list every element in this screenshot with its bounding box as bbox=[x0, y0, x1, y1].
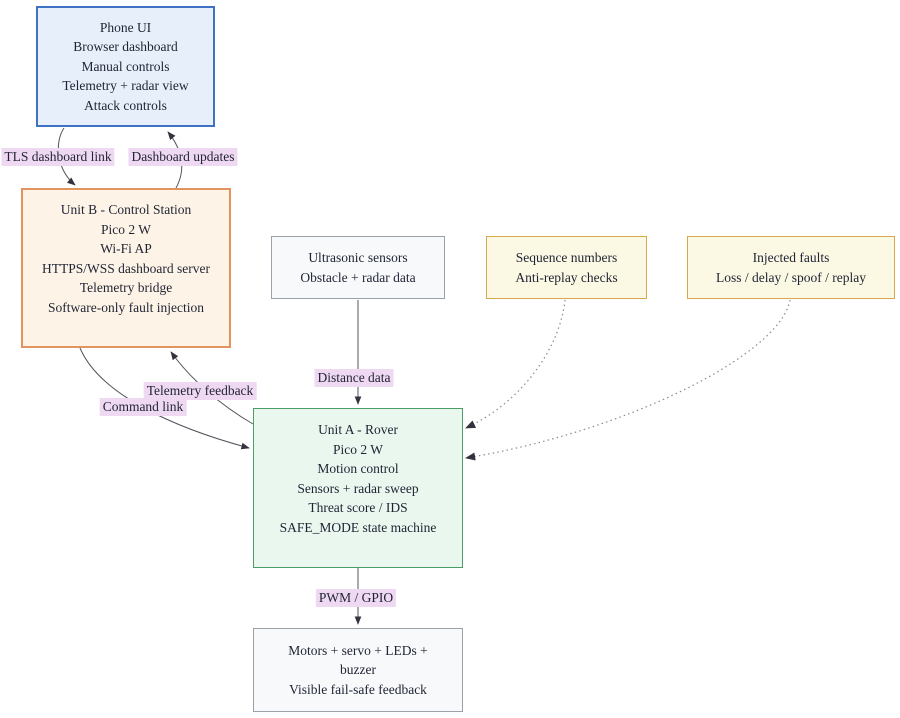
edge-label-pwm-gpio: PWM / GPIO bbox=[315, 589, 397, 607]
edge-label-tls-dashboard-link: TLS dashboard link bbox=[1, 148, 115, 166]
edge-label-command-link: Command link bbox=[99, 398, 187, 416]
edge-injected-to-rover bbox=[464, 299, 791, 461]
edge-label-dashboard-updates: Dashboard updates bbox=[128, 148, 238, 166]
edge-label-telemetry-feedback: Telemetry feedback bbox=[143, 382, 257, 400]
edge-sequence-to-rover bbox=[465, 299, 566, 429]
edge-label-distance-data: Distance data bbox=[314, 369, 394, 387]
